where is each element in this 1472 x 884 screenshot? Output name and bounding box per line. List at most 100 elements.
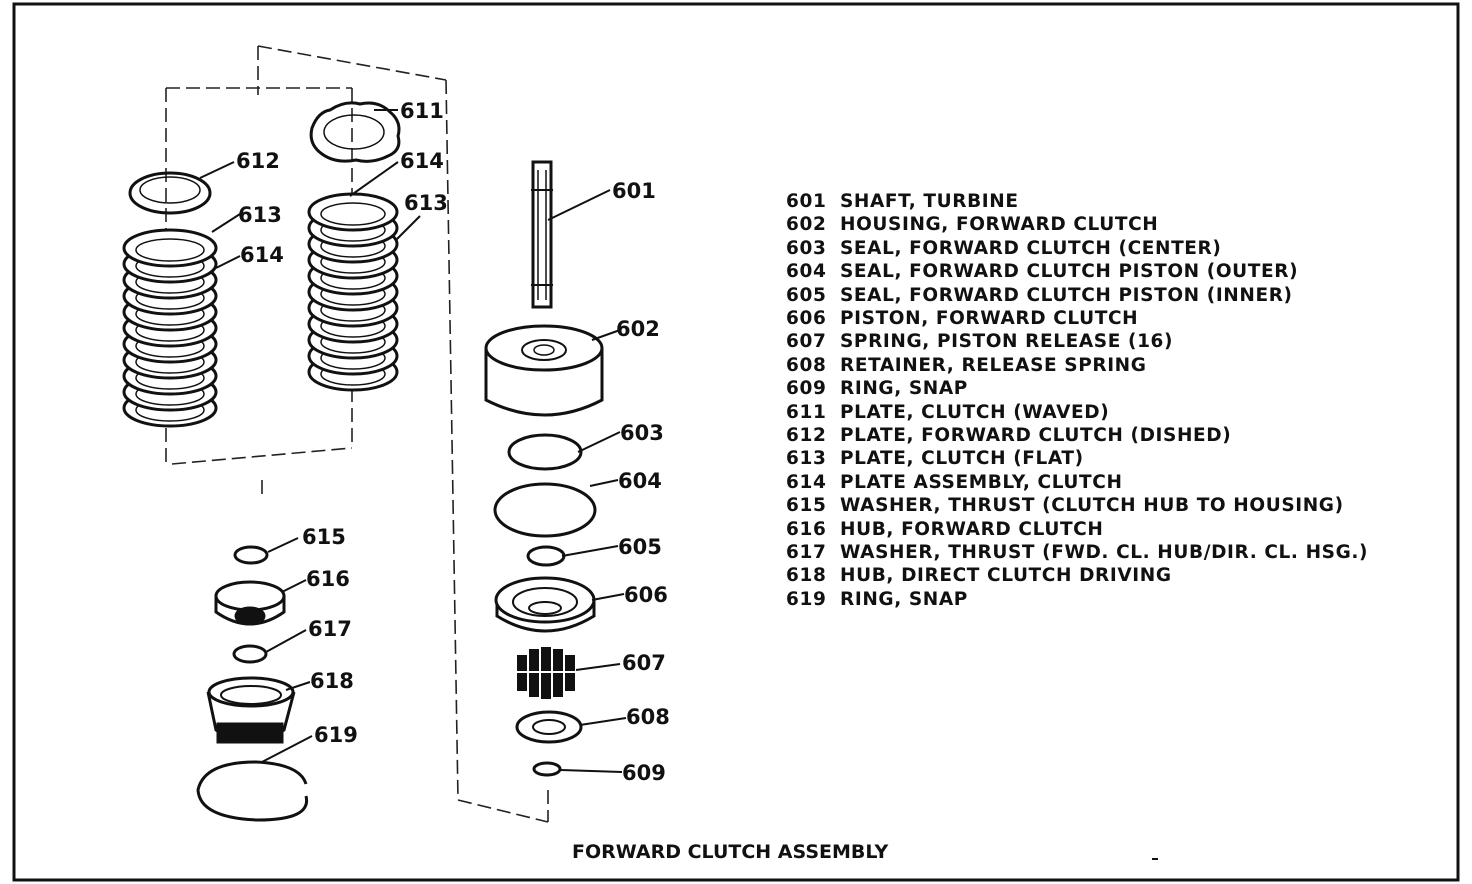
- left-clutch-plate-stack: [122, 228, 218, 428]
- legend-part-number: 608: [786, 354, 827, 376]
- inner-piston-seal: [526, 545, 566, 567]
- forward-clutch-housing: [484, 324, 604, 417]
- release-spring-retainer: [515, 710, 583, 744]
- callout-label-618: 618: [310, 669, 354, 693]
- legend-part-description: PLATE, FORWARD CLUTCH (DISHED): [840, 425, 1232, 446]
- callout-label-619: 619: [314, 723, 358, 747]
- outer-piston-seal: [493, 482, 597, 538]
- legend-part-number: 601: [786, 191, 827, 212]
- legend-row: 607 SPRING, PISTON RELEASE (16): [786, 330, 1173, 353]
- legend-part-description: PLATE ASSEMBLY, CLUTCH: [840, 471, 1123, 493]
- legend-part-number: 606: [786, 308, 827, 329]
- legend-part-description: HUB, FORWARD CLUTCH: [840, 518, 1104, 540]
- callout-label-606: 606: [624, 583, 668, 607]
- legend-part-description: PLATE, CLUTCH (FLAT): [840, 448, 1084, 470]
- clutch-plate-bore: [320, 202, 386, 226]
- legend-row: 609 RING, SNAP: [786, 377, 968, 400]
- legend-part-number: 602: [786, 214, 827, 236]
- legend-part-number: 612: [786, 425, 827, 446]
- legend-part-description: SHAFT, TURBINE: [840, 191, 1019, 212]
- legend-part-description: RING, SNAP: [840, 588, 968, 610]
- legend-row: 612 PLATE, FORWARD CLUTCH (DISHED): [786, 424, 1231, 447]
- legend-row: 608 RETAINER, RELEASE SPRING: [786, 354, 1147, 377]
- callout-label-612: 612: [236, 149, 280, 173]
- legend-part-number: 609: [786, 378, 827, 400]
- legend-part-description: RETAINER, RELEASE SPRING: [840, 354, 1147, 376]
- legend-part-number: 616: [786, 518, 827, 540]
- turbine-shaft: [531, 160, 553, 309]
- callout-label-615: 615: [302, 525, 346, 549]
- callout-label-611: 611: [400, 99, 444, 123]
- callout-label-614: 614: [400, 149, 444, 173]
- callout-label-604: 604: [618, 469, 662, 493]
- legend-part-description: WASHER, THRUST (CLUTCH HUB TO HOUSING): [840, 495, 1344, 517]
- legend-row: 616 HUB, FORWARD CLUTCH: [786, 518, 1103, 541]
- legend-row: 619 RING, SNAP: [786, 588, 968, 611]
- callout-label-617: 617: [308, 617, 352, 641]
- thrust-washer-hub-housing: [233, 545, 269, 565]
- thrust-washer-fwd-dir: [232, 644, 268, 664]
- legend-row: 614 PLATE ASSEMBLY, CLUTCH: [786, 471, 1123, 494]
- legend-part-number: 614: [786, 471, 827, 493]
- legend-part-number: 615: [786, 495, 827, 517]
- leader-lines: [199, 109, 627, 773]
- legend-row: 613 PLATE, CLUTCH (FLAT): [786, 447, 1084, 470]
- snap-ring-small: [532, 761, 562, 777]
- legend-part-number: 603: [786, 237, 827, 259]
- diagram-caption: FORWARD CLUTCH ASSEMBLY: [572, 841, 889, 863]
- forward-clutch-piston: [494, 576, 596, 633]
- callout-label-613: 613: [238, 203, 282, 227]
- snap-ring-large: [196, 760, 309, 822]
- callout-label-601: 601: [612, 179, 656, 203]
- callout-label-613: 613: [404, 191, 448, 215]
- legend-part-number: 605: [786, 284, 827, 306]
- legend-part-number: 617: [786, 542, 827, 563]
- legend-part-description: PLATE, CLUTCH (WAVED): [840, 401, 1110, 423]
- legend-part-description: SEAL, FORWARD CLUTCH PISTON (OUTER): [840, 261, 1299, 283]
- forward-clutch-dished-plate: [128, 171, 212, 215]
- center-seal: [507, 433, 583, 471]
- legend-row: 618 HUB, DIRECT CLUTCH DRIVING: [786, 564, 1172, 587]
- legend-row: 615 WASHER, THRUST (CLUTCH HUB TO HOUSING…: [786, 494, 1344, 517]
- legend-row: 604 SEAL, FORWARD CLUTCH PISTON (OUTER): [786, 260, 1298, 283]
- callout-label-614: 614: [240, 243, 284, 267]
- legend-part-description: HUB, DIRECT CLUTCH DRIVING: [840, 565, 1172, 587]
- clutch-plate-bore: [135, 238, 205, 262]
- legend-part-description: SPRING, PISTON RELEASE (16): [840, 331, 1174, 353]
- legend-part-number: 613: [786, 448, 827, 470]
- callout-label-607: 607: [622, 651, 666, 675]
- callout-label-608: 608: [626, 705, 670, 729]
- callout-label-616: 616: [306, 567, 350, 591]
- waved-clutch-plate: [309, 101, 401, 163]
- stray-mark: [1152, 858, 1158, 860]
- legend-part-description: WASHER, THRUST (FWD. CL. HUB/DIR. CL. HS…: [840, 542, 1369, 563]
- legend-row: 617 WASHER, THRUST (FWD. CL. HUB/DIR. CL.…: [786, 541, 1368, 564]
- piston-release-springs: [514, 647, 580, 699]
- legend-row: 602 HOUSING, FORWARD CLUTCH: [786, 213, 1158, 236]
- legend-part-number: 618: [786, 565, 827, 587]
- forward-clutch-hub: [214, 580, 286, 626]
- callout-label-603: 603: [620, 421, 664, 445]
- direct-clutch-driving-hub: [206, 676, 296, 744]
- callout-label-602: 602: [616, 317, 660, 341]
- legend-part-description: SEAL, FORWARD CLUTCH PISTON (INNER): [840, 284, 1293, 306]
- legend-part-description: SEAL, FORWARD CLUTCH (CENTER): [840, 237, 1222, 259]
- page-frame: [12, 2, 1460, 882]
- legend-part-description: RING, SNAP: [840, 378, 968, 400]
- legend-part-description: PISTON, FORWARD CLUTCH: [840, 308, 1139, 329]
- legend-row: 601 SHAFT, TURBINE: [786, 190, 1019, 213]
- callout-label-609: 609: [622, 761, 666, 785]
- legend-part-number: 607: [786, 331, 827, 353]
- right-clutch-plate-stack: [307, 192, 399, 392]
- callout-label-605: 605: [618, 535, 662, 559]
- legend-part-description: HOUSING, FORWARD CLUTCH: [840, 214, 1159, 236]
- legend-part-number: 619: [786, 588, 827, 610]
- legend-row: 605 SEAL, FORWARD CLUTCH PISTON (INNER): [786, 284, 1293, 307]
- legend-row: 603 SEAL, FORWARD CLUTCH (CENTER): [786, 237, 1221, 260]
- legend-part-number: 611: [786, 401, 827, 423]
- legend-row: 606 PISTON, FORWARD CLUTCH: [786, 307, 1138, 330]
- legend-part-number: 604: [786, 261, 827, 283]
- legend-row: 611 PLATE, CLUTCH (WAVED): [786, 401, 1109, 424]
